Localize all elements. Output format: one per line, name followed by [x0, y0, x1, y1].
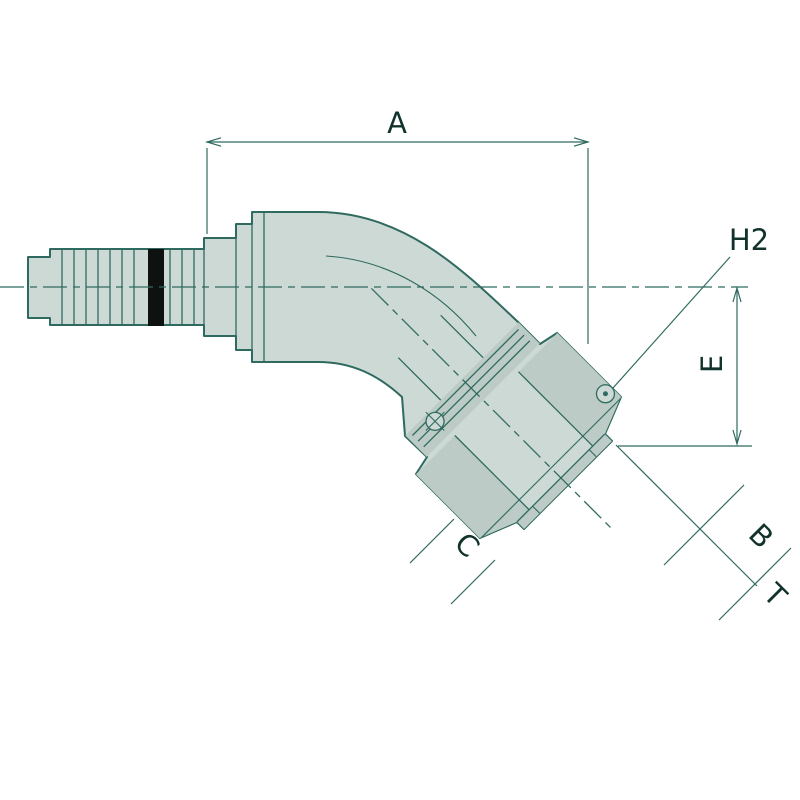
h2-hole-center-dot — [602, 391, 608, 397]
hex-chamfer-line — [481, 398, 621, 538]
bore-edge-top — [588, 449, 597, 458]
dim-bt-axis-line — [615, 444, 758, 587]
dim-t-tick — [718, 547, 792, 621]
dim-c-tick-1 — [409, 518, 455, 564]
h2-label: H2 — [729, 223, 769, 257]
callout-h2: H2 — [612, 223, 769, 389]
dimension-b-t: B T — [615, 444, 794, 621]
dim-t-label: T — [756, 576, 793, 613]
hex-upper-flat-shading — [518, 332, 622, 447]
dim-e-arrow-bottom — [732, 429, 742, 447]
cone-surface-line-bottom — [397, 357, 442, 401]
black-marking-band — [148, 249, 164, 326]
dimension-a: A — [204, 106, 591, 344]
cone-surface-line-top — [440, 314, 484, 359]
dim-c-tick-2 — [450, 559, 496, 605]
hex-lower-flat-shading — [415, 435, 530, 539]
swivel-nut-group — [370, 287, 622, 539]
dim-b-label: B — [742, 517, 780, 555]
hex-flat-edge-top — [518, 371, 594, 447]
dim-b-tick — [663, 484, 745, 566]
dim-a-arrow-right — [573, 137, 591, 147]
h2-leader-line — [612, 256, 731, 389]
dim-a-arrow-left — [204, 137, 222, 147]
hex-flat-edge-bottom — [454, 435, 530, 511]
dim-e-label: E — [695, 355, 729, 373]
dimension-e: E — [618, 285, 752, 447]
center-mark-horizontal — [425, 411, 445, 431]
bore-edge-bottom — [532, 505, 541, 514]
dim-a-label: A — [387, 106, 407, 140]
dim-e-arrow-top — [732, 285, 742, 303]
bend-contour-line — [325, 255, 477, 337]
angled-axis-centerline — [370, 287, 615, 532]
